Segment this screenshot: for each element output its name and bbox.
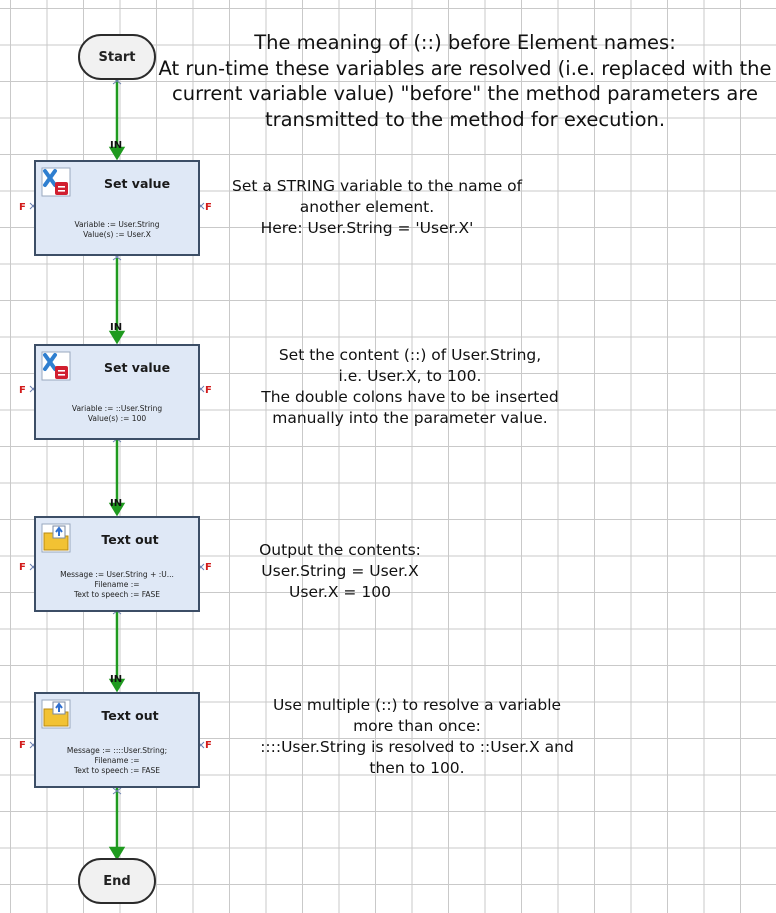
param-line: Text to speech := FASE <box>73 766 161 775</box>
input-port-label: IN <box>110 322 123 333</box>
note-line: User.String = User.X <box>261 562 419 580</box>
header-note-line: transmitted to the method for execution. <box>264 107 666 131</box>
note-line: Output the contents: <box>259 541 421 559</box>
node-3-note: Output the contents: User.String = User.… <box>240 540 440 603</box>
arrowhead <box>108 846 126 861</box>
arrowhead <box>108 330 126 345</box>
note-line: another element. <box>299 198 435 216</box>
note-line: User.X = 100 <box>289 583 391 601</box>
note-line: The double colons have to be inserted <box>261 388 559 406</box>
node-title: Set value <box>104 176 171 191</box>
param-line: Value(s) := 100 <box>87 414 147 423</box>
text-out-icon <box>41 523 71 553</box>
node-4-note: Use multiple (::) to resolve a variable … <box>232 695 602 779</box>
input-port-label: IN <box>110 140 123 151</box>
false-port-label: F <box>205 385 212 396</box>
node-2-note: Set the content (::) of User.String, i.e… <box>235 345 585 429</box>
note-line: Set the content (::) of User.String, <box>278 346 542 364</box>
node-parameters: Message := ::::User.String; Filename := … <box>42 746 192 776</box>
input-port-label: IN <box>110 674 123 685</box>
note-line: more than once: <box>353 717 481 735</box>
set-value-icon <box>41 167 71 197</box>
header-note-line: At run-time these variables are resolved… <box>158 56 772 80</box>
false-port-label: F <box>205 202 212 213</box>
text-out-node-1[interactable]: Text out Message := User.String + :U... … <box>34 516 200 612</box>
false-port-label: F <box>19 740 26 751</box>
note-line: Here: User.String = 'User.X' <box>260 219 474 237</box>
note-line: ::::User.String is resolved to ::User.X … <box>260 738 574 756</box>
arrowhead <box>108 678 126 693</box>
note-line: Use multiple (::) to resolve a variable <box>272 696 562 714</box>
node-1-note: Set a STRING variable to the name of ano… <box>232 176 523 239</box>
arrowhead <box>108 146 126 161</box>
param-line: Variable := ::User.String <box>71 404 163 413</box>
header-note-line: The meaning of (::) before Element names… <box>254 31 676 54</box>
text-out-node-2[interactable]: Text out Message := ::::User.String; Fil… <box>34 692 200 788</box>
note-line: manually into the parameter value. <box>272 409 548 427</box>
param-line: Text to speech := FASE <box>73 590 161 599</box>
header-note-line: current variable value) "before" the met… <box>172 82 758 105</box>
false-port-label: F <box>19 202 26 213</box>
input-port-label: IN <box>110 498 123 509</box>
false-port-label: F <box>19 562 26 573</box>
node-parameters: Variable := ::User.String Value(s) := 10… <box>42 404 192 424</box>
node-parameters: Message := User.String + :U... Filename … <box>42 570 192 600</box>
node-title: Set value <box>104 360 171 375</box>
param-line: Message := ::::User.String; <box>66 746 168 755</box>
false-port-label: F <box>19 385 26 396</box>
header-note: The meaning of (::) before Element names… <box>150 30 776 132</box>
node-title: Text out <box>101 708 159 723</box>
param-line: Variable := User.String <box>74 220 160 229</box>
note-line: Set a STRING variable to the name of <box>232 177 523 195</box>
set-value-icon <box>41 351 71 381</box>
node-parameters: Variable := User.String Value(s) := User… <box>42 220 192 240</box>
note-line: then to 100. <box>369 759 465 777</box>
text-out-icon <box>41 699 71 729</box>
node-title: Text out <box>101 532 159 547</box>
end-label: End <box>103 873 131 889</box>
end-node[interactable]: End <box>78 858 156 904</box>
param-line: Value(s) := User.X <box>83 230 151 239</box>
arrowhead <box>108 502 126 517</box>
set-value-node-2[interactable]: Set value Variable := ::User.String Valu… <box>34 344 200 440</box>
param-line: Message := User.String + :U... <box>60 570 174 579</box>
start-label: Start <box>98 49 136 65</box>
set-value-node-1[interactable]: Set value Variable := User.String Value(… <box>34 160 200 256</box>
note-line: i.e. User.X, to 100. <box>338 367 482 385</box>
false-port-label: F <box>205 562 212 573</box>
param-line: Filename := <box>94 580 140 589</box>
start-node[interactable]: Start <box>78 34 156 80</box>
param-line: Filename := <box>94 756 140 765</box>
false-port-label: F <box>205 740 212 751</box>
